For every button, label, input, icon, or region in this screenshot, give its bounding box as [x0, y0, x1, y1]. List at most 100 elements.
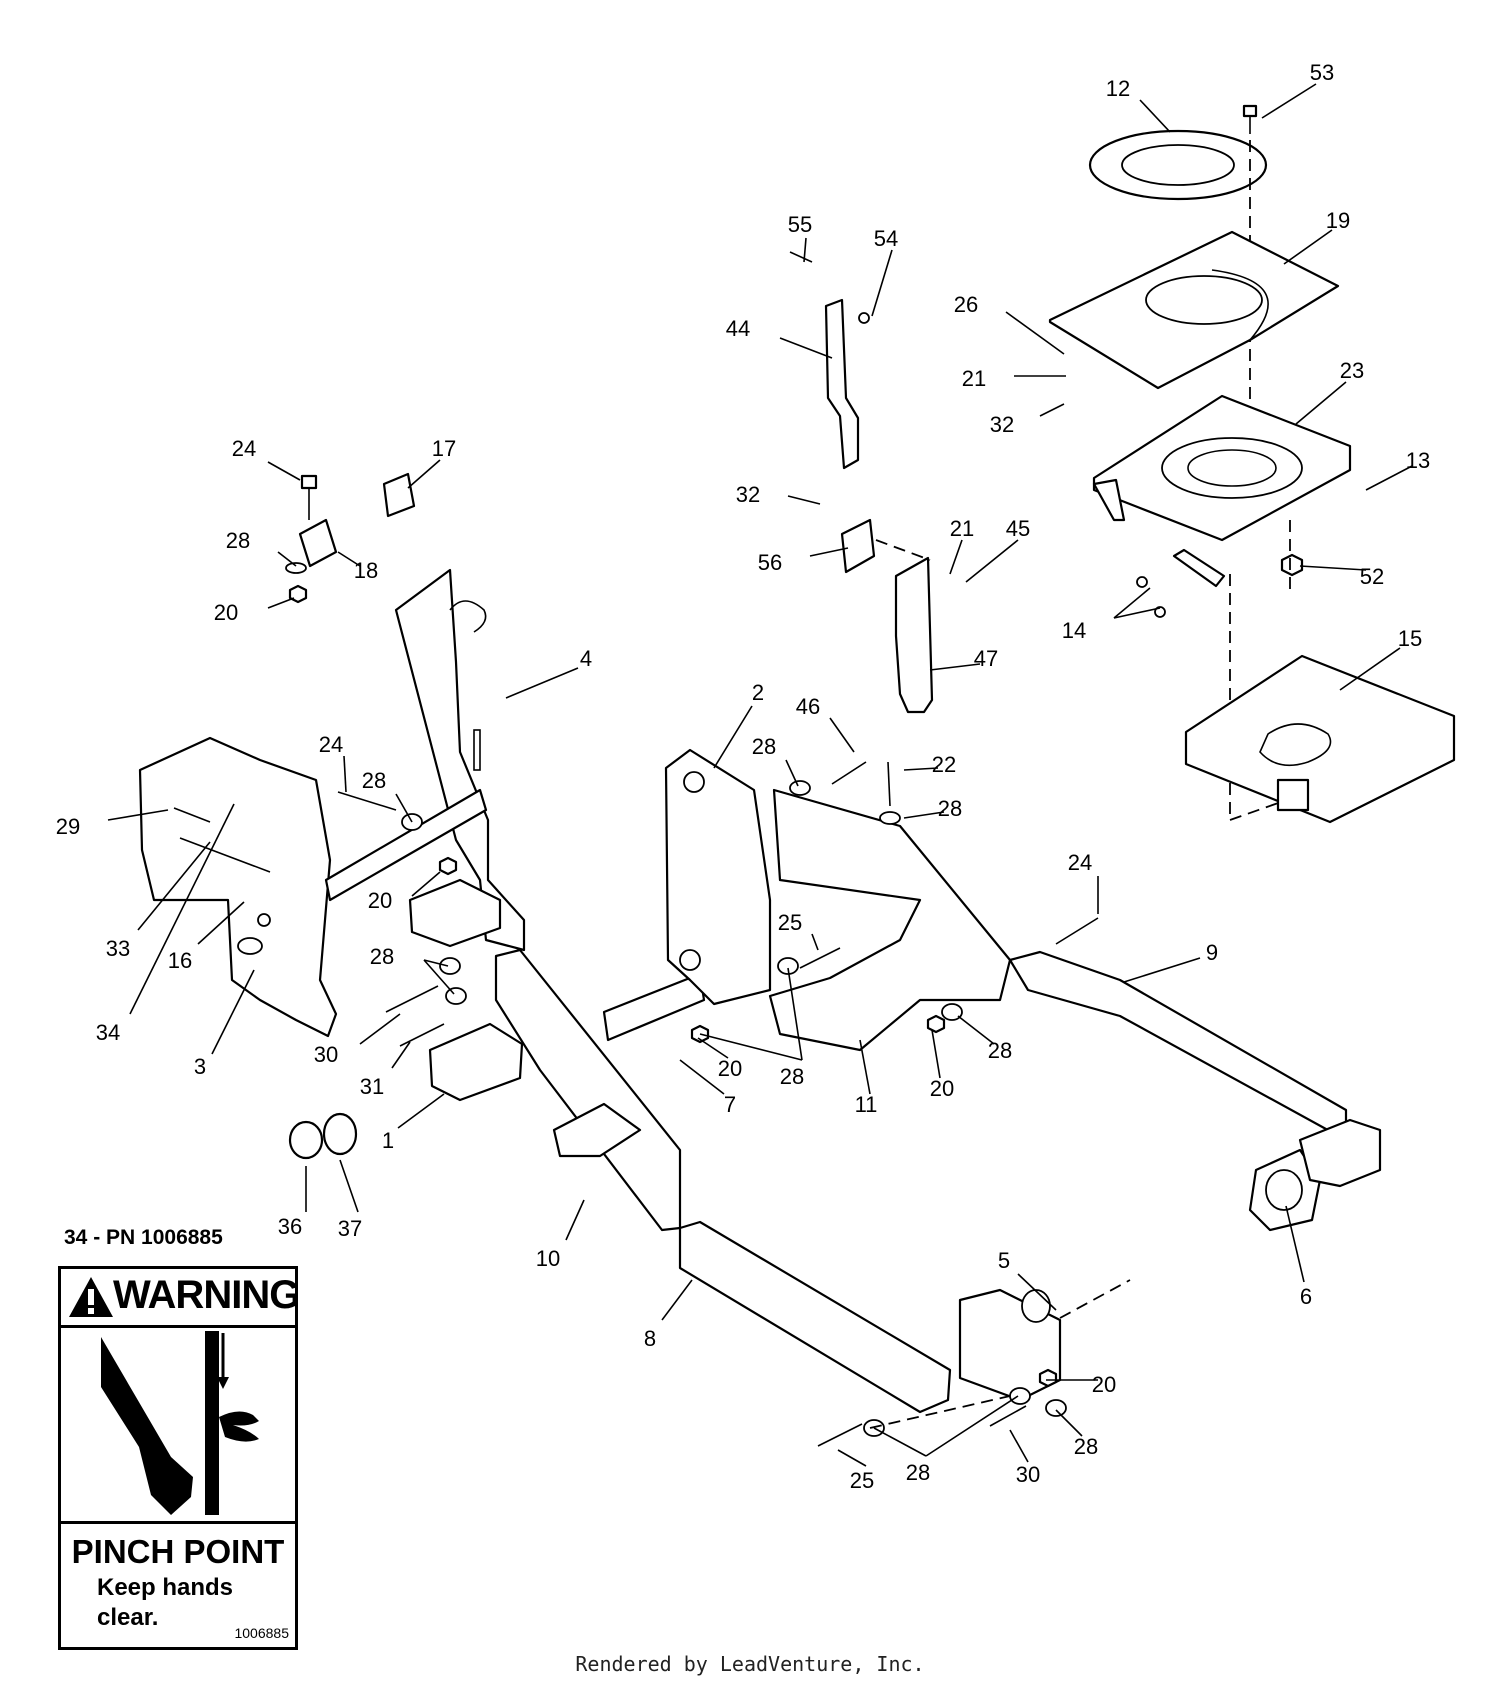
callout-2: 2 [752, 680, 764, 705]
leader-line-37 [339, 1159, 359, 1213]
part-1-hinge [408, 878, 524, 1102]
part-28-washer-d [941, 1003, 963, 1021]
callout-25: 25 [778, 910, 802, 935]
part-7-cross-tube [324, 788, 706, 1042]
warning-decal: WARNING PINCH POINT Keep hands clear. 10… [58, 1266, 300, 1650]
callout-34: 34 [96, 1020, 120, 1045]
callout-32b: 32 [736, 482, 760, 507]
centerline-15b [1229, 759, 1401, 821]
part-20-nut-e [1038, 1368, 1058, 1388]
label-caption: 34 - PN 1006885 [64, 1226, 223, 1249]
part-11-frame [768, 788, 1012, 1052]
warning-title: PINCH POINT [71, 1533, 285, 1570]
part-12-flange [1088, 129, 1268, 201]
callout-20e: 20 [1092, 1372, 1116, 1397]
part-20-nut-d [438, 856, 458, 876]
leader-line-14 [1113, 587, 1151, 619]
part-10-main-arm [494, 948, 682, 1232]
callout-30: 30 [314, 1042, 338, 1067]
part-16-pin [179, 837, 271, 927]
callout-18: 18 [354, 558, 378, 583]
centerline-8 [869, 1395, 1011, 1429]
callout-20c: 20 [718, 1056, 742, 1081]
part-15-mount-plate [1184, 654, 1456, 824]
callout-3: 3 [194, 1054, 206, 1079]
leader-line-15 [1339, 647, 1401, 691]
leader-line-54 [871, 249, 893, 317]
callout-24b: 24 [319, 732, 343, 757]
leader-line-24b [343, 755, 347, 793]
part-17-clip [382, 472, 416, 518]
callout-36: 36 [278, 1214, 302, 1239]
callout-52: 52 [1360, 564, 1384, 589]
leader-line-23 [1295, 381, 1347, 425]
leader-line-32b [787, 495, 821, 505]
callout-7: 7 [724, 1092, 736, 1117]
warning-head-text: WARNING [113, 1273, 300, 1317]
part-28-washer-f [439, 957, 461, 975]
leader-line-18 [337, 551, 361, 567]
leader-line-45 [965, 539, 1019, 583]
callout-13: 13 [1406, 448, 1430, 473]
part-24-bolt-b [337, 791, 397, 811]
part-31-bolt [399, 1023, 445, 1047]
leader-line-28j [957, 1015, 995, 1045]
leader-line-46 [829, 717, 855, 753]
part-44-bracket [824, 298, 860, 470]
leader-line-55 [803, 237, 807, 263]
warning-header: WARNING [61, 1269, 300, 1328]
callout-46: 46 [796, 694, 820, 719]
centerline-56 [875, 539, 931, 561]
callout-22: 22 [932, 752, 956, 777]
callout-25b: 25 [850, 1468, 874, 1493]
leader-line-17 [407, 459, 441, 489]
callout-8: 8 [644, 1326, 656, 1351]
part-23-bearing-plate [1092, 394, 1352, 542]
part-46-bolt [831, 761, 867, 785]
part-25-bolt-b [817, 1423, 863, 1447]
callout-11: 11 [855, 1092, 878, 1117]
warning-part-number: 1006885 [234, 1625, 289, 1641]
callout-14: 14 [1062, 618, 1086, 643]
part-36-bushing [288, 1120, 324, 1160]
part-54-nut [858, 312, 870, 324]
part-30-bolt [385, 985, 439, 1013]
leader-line-10 [565, 1199, 585, 1241]
leader-line-12 [1139, 99, 1171, 133]
callout-17: 17 [432, 436, 456, 461]
leader-line-28e [395, 793, 413, 823]
leader-line-7 [679, 1059, 725, 1095]
leader-line-33 [137, 841, 211, 931]
callout-16: 16 [168, 948, 192, 973]
part-8-rail [678, 1220, 952, 1414]
leader-line-29 [107, 809, 169, 821]
callout-6: 6 [1300, 1284, 1312, 1309]
part-53-bolt [1242, 104, 1258, 134]
leader-line-25b [837, 1449, 867, 1467]
leader-line-6 [1285, 1205, 1305, 1283]
part-2-side-plate [664, 748, 772, 1006]
leader-line-31 [391, 1041, 411, 1069]
callout-12: 12 [1106, 76, 1130, 101]
callout-44: 44 [726, 316, 750, 341]
pinch-hand-icon [101, 1331, 259, 1515]
callout-28j: 28 [988, 1038, 1012, 1063]
leader-line-4 [505, 667, 579, 699]
leader-line-32 [1039, 403, 1065, 417]
part-25-bolt [799, 947, 841, 969]
part-9-rail [1008, 950, 1348, 1142]
leader-line-8 [661, 1279, 693, 1321]
callout-9: 9 [1206, 940, 1218, 965]
callout-31: 31 [360, 1074, 384, 1099]
callout-23: 23 [1340, 358, 1364, 383]
part-37-bushing [322, 1112, 358, 1156]
callout-5: 5 [998, 1248, 1010, 1273]
callout-28d: 28 [938, 796, 962, 821]
part-56-clip [840, 518, 876, 574]
part-29-bolt [173, 807, 211, 823]
leader-line-28h [787, 967, 803, 1061]
callout-53: 53 [1310, 60, 1334, 85]
callout-24c: 24 [1068, 850, 1092, 875]
leader-line-28c [785, 759, 799, 787]
